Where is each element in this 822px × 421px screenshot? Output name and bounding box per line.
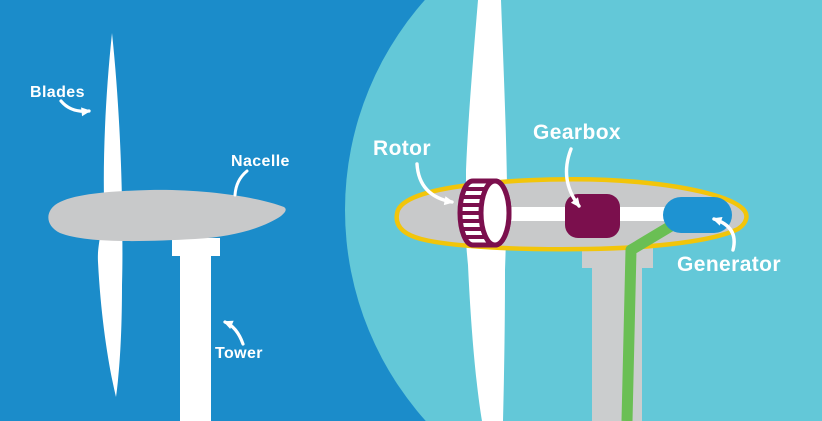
rotor-arrow (415, 162, 454, 206)
tower-label: Tower (215, 345, 263, 362)
nacelle-connector-line (233, 169, 249, 197)
rotor-face (478, 178, 512, 248)
left-turbine-nacelle (48, 189, 286, 242)
generator-label: Generator (677, 253, 781, 276)
blades-label: Blades (30, 84, 85, 101)
power-cable (621, 218, 679, 421)
gearbox-label: Gearbox (533, 121, 621, 144)
generator-shape (663, 197, 732, 233)
gearbox-arrow (564, 147, 581, 208)
rotor-shape (457, 178, 512, 248)
left-turbine-tower (172, 238, 220, 421)
nacelle-label: Nacelle (231, 153, 290, 170)
rotor-label: Rotor (373, 137, 431, 160)
generator-arrow (712, 217, 736, 252)
tower-arrow (223, 320, 245, 346)
blades-arrow (59, 99, 91, 117)
